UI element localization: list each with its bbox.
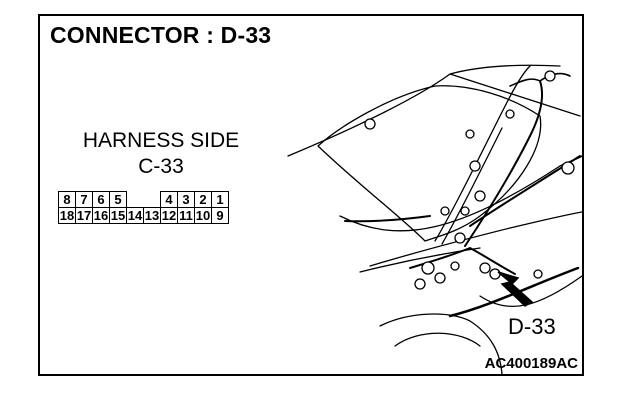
a-pillar-inner bbox=[441, 127, 503, 245]
roof-edge bbox=[449, 73, 581, 117]
pin-cell: 10 bbox=[194, 207, 212, 224]
callout-arrow bbox=[497, 271, 534, 307]
a-pillar bbox=[434, 65, 531, 242]
connector-blob bbox=[465, 129, 475, 139]
connector-blob bbox=[414, 278, 426, 290]
page-title: CONNECTOR : D-33 bbox=[50, 22, 272, 48]
fender-line bbox=[379, 313, 503, 374]
harness-main bbox=[464, 80, 543, 247]
wheel-arch bbox=[394, 332, 481, 347]
connector-blob bbox=[533, 269, 543, 279]
connector-blob bbox=[450, 261, 460, 271]
connector-pin-table: 8 7 6 5 4 3 2 1 18 17 16 15 14 13 12 11 … bbox=[58, 191, 229, 224]
connector-blob bbox=[364, 118, 376, 130]
windshield-outline bbox=[317, 85, 542, 242]
connector-blob bbox=[489, 268, 501, 280]
pin-cell: 17 bbox=[75, 207, 93, 224]
roof-line bbox=[287, 64, 561, 157]
pin-cell: 9 bbox=[211, 207, 229, 224]
cowl-line bbox=[369, 211, 582, 267]
harness-branch bbox=[509, 78, 541, 87]
connector-blob bbox=[479, 262, 491, 274]
harness-side-heading: HARNESS SIDE C-33 bbox=[66, 128, 256, 180]
harness-left bbox=[344, 215, 431, 223]
pin-cell: 18 bbox=[58, 207, 76, 224]
connector-blob bbox=[505, 109, 515, 119]
connector-blob bbox=[460, 206, 470, 216]
pin-cell: 5 bbox=[109, 191, 127, 208]
callout-label: D-33 bbox=[508, 314, 556, 339]
figure-code: AC400189AC bbox=[484, 355, 578, 372]
pin-cell: 13 bbox=[143, 207, 161, 224]
vehicle-wiring-illustration bbox=[287, 64, 582, 374]
harness-long bbox=[448, 266, 580, 318]
connector-blob bbox=[440, 206, 450, 216]
pin-row-bottom: 18 17 16 15 14 13 12 11 10 9 bbox=[58, 207, 229, 224]
connector-blob bbox=[561, 161, 575, 175]
diagram-frame: CONNECTOR : D-33 HARNESS SIDE C-33 8 7 6… bbox=[38, 14, 584, 376]
connector-blob bbox=[421, 261, 435, 275]
harness-side-label: HARNESS SIDE bbox=[82, 129, 240, 152]
connector-blob bbox=[469, 160, 481, 172]
connector-label: C-33 bbox=[138, 155, 184, 178]
connector-blob bbox=[474, 190, 486, 202]
connector-blob bbox=[454, 232, 466, 244]
connector-blob bbox=[434, 272, 446, 284]
pin-cell: 15 bbox=[109, 207, 127, 224]
connector-blob bbox=[544, 70, 556, 82]
